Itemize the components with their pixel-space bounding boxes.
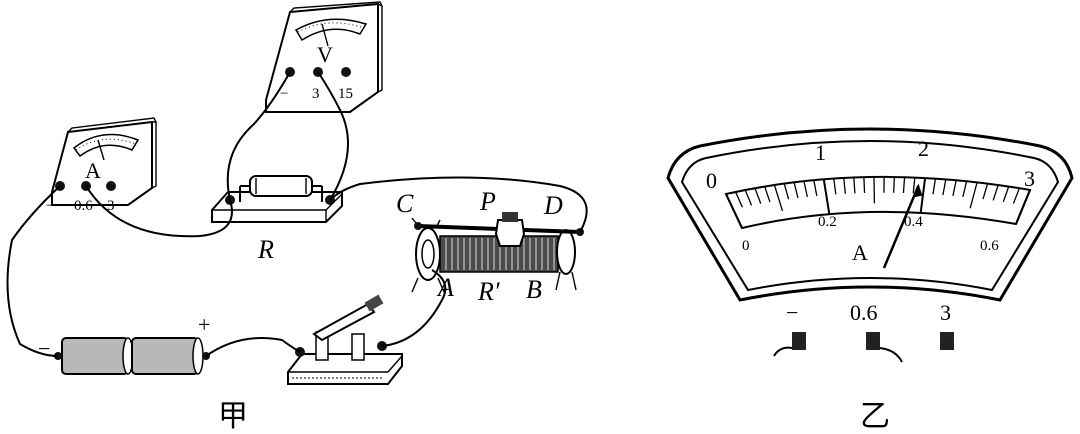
bottom-scale-label-0-2: 0.2 (818, 214, 837, 230)
rheostat-end-d: D (543, 191, 563, 220)
voltmeter-terminal-15: 15 (338, 86, 353, 102)
meter-terminals: − 0.6 3 (773, 300, 954, 363)
rheostat-end-b: B (526, 275, 542, 304)
minor-tick (969, 182, 978, 209)
minor-tick (912, 177, 916, 194)
minor-tick (1012, 187, 1020, 204)
rheostat-end-c: C (396, 189, 414, 218)
resistor-label: R (257, 235, 274, 264)
minor-tick (952, 180, 957, 196)
minor-tick (942, 179, 947, 196)
battery-plus-sign: + (198, 312, 210, 337)
minor-tick (803, 181, 808, 197)
rheostat-label: R′ (477, 277, 500, 306)
bottom-scale-label-0: 0 (742, 238, 750, 254)
minor-tick (813, 180, 818, 196)
minor-tick (833, 178, 837, 195)
ammeter: A − 0.6 3 (46, 117, 157, 214)
voltmeter-terminal-3: 3 (312, 86, 320, 102)
minor-tick (764, 186, 771, 203)
major-tick (1015, 189, 1031, 225)
terminal-3-label: 3 (940, 300, 951, 325)
top-scale-label-3: 3 (1024, 166, 1035, 191)
minor-tick (992, 184, 999, 201)
top-scale-label-1: 1 (815, 140, 826, 165)
minor-tick (932, 178, 937, 195)
needle-tip (912, 183, 923, 198)
voltmeter-symbol: V (317, 42, 333, 67)
major-tick (919, 177, 927, 214)
voltmeter: V − 3 15 (265, 1, 383, 113)
terminal-0-6-label: 0.6 (850, 300, 878, 325)
minor-tick (982, 183, 989, 200)
major-tick (725, 193, 743, 229)
ammeter-terminal-3: 3 (107, 198, 115, 214)
minor-tick (793, 182, 799, 199)
minor-tick (1002, 186, 1010, 203)
battery: − + (38, 312, 210, 375)
terminal-3-post (940, 332, 954, 350)
minor-tick (902, 177, 906, 193)
right-caption: 乙 (860, 399, 890, 434)
minor-tick (853, 177, 856, 194)
rheostat-slider-p: P (479, 187, 496, 216)
major-tick (822, 179, 831, 215)
rheostat: C P D A R′ B (396, 187, 584, 306)
top-scale-label-0: 0 (706, 168, 717, 193)
terminal-minus-label: − (786, 300, 798, 325)
terminal-0-6-post (866, 332, 880, 350)
minor-tick (783, 183, 790, 200)
ammeter-terminal-minus: − (46, 198, 54, 214)
ammeter-terminal-0-6: 0.6 (74, 198, 93, 214)
battery-minus-sign: − (38, 336, 50, 361)
switch (287, 294, 403, 385)
minor-tick (843, 177, 846, 194)
minor-tick (962, 181, 968, 197)
minor-tick (735, 191, 743, 208)
minor-tick (773, 184, 784, 212)
top-scale-label-2: 2 (918, 136, 929, 161)
right-figure: 0 1 2 3 0 0.2 0.4 0.6 A − 0.6 3 乙 (666, 127, 1074, 434)
scale-minor-ticks (725, 176, 1031, 229)
meter-symbol: A (852, 240, 868, 265)
minor-tick (754, 187, 762, 204)
voltmeter-terminal-minus: − (280, 86, 288, 102)
left-figure: A − 0.6 3 V − 3 15 (6, 1, 588, 434)
left-caption: 甲 (218, 399, 248, 434)
minor-tick (893, 176, 895, 193)
bottom-scale-label-0-4: 0.4 (904, 214, 923, 230)
minor-tick (744, 189, 753, 206)
minor-tick (863, 177, 866, 193)
wires (6, 71, 588, 357)
terminal-minus-post (792, 332, 806, 350)
ammeter-symbol: A (85, 158, 101, 183)
meter-face: 0 1 2 3 0 0.2 0.4 0.6 A (666, 127, 1074, 302)
meter-needle (882, 185, 920, 269)
bottom-scale-label-0-6: 0.6 (980, 238, 999, 254)
